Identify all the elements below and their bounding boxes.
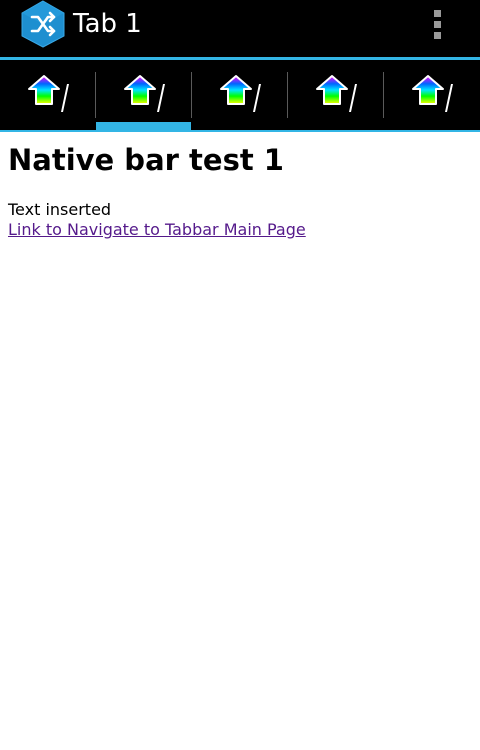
home-arrow-icon (412, 74, 454, 114)
action-bar: Tab 1 (0, 0, 480, 57)
action-bar-divider (0, 57, 480, 60)
page-content: Native bar test 1 Text inserted Link to … (8, 142, 472, 240)
overflow-menu-icon[interactable] (420, 6, 456, 42)
navigate-tabbar-main-link[interactable]: Link to Navigate to Tabbar Main Page (8, 220, 306, 239)
action-bar-title: Tab 1 (73, 9, 142, 39)
inserted-text: Text inserted (8, 200, 112, 219)
home-arrow-icon (316, 74, 358, 114)
page-heading: Native bar test 1 (8, 143, 284, 177)
tab-1[interactable] (0, 60, 96, 130)
tab-separator (383, 72, 384, 118)
tab-bar (0, 60, 480, 130)
home-arrow-icon (220, 74, 262, 114)
tab-4[interactable] (288, 60, 384, 130)
tab-3[interactable] (192, 60, 288, 130)
tab-separator (191, 72, 192, 118)
home-arrow-icon (124, 74, 166, 114)
tab-separator (287, 72, 288, 118)
tab-separator (95, 72, 96, 118)
home-arrow-icon (28, 74, 70, 114)
app-shuffle-icon[interactable] (20, 0, 66, 48)
tab-selected-indicator (96, 122, 191, 130)
tab-bar-divider (0, 130, 480, 132)
tab-2[interactable] (96, 60, 192, 130)
tab-5[interactable] (384, 60, 480, 130)
